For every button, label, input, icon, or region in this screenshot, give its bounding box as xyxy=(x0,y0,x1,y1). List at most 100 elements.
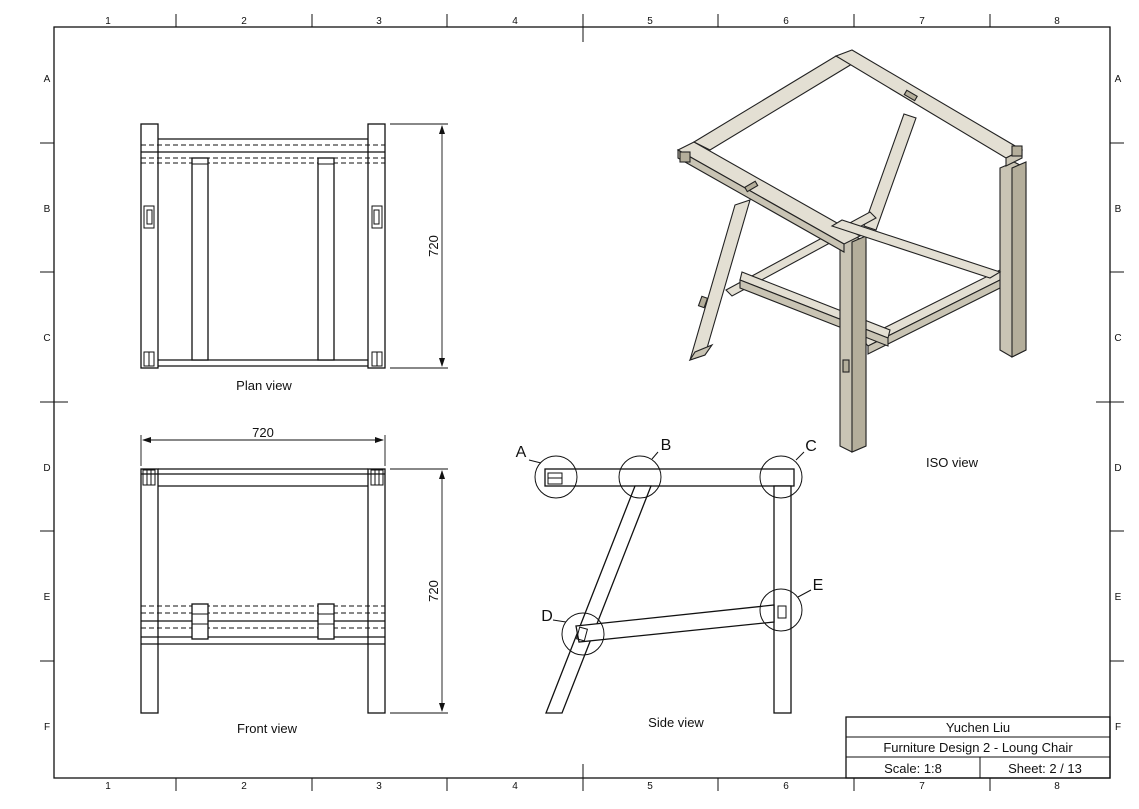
joint-detail xyxy=(575,626,589,642)
callout-leader xyxy=(528,459,542,464)
zone-row-label: C xyxy=(43,333,50,344)
plan-view-label: Plan view xyxy=(236,378,292,393)
callout-label-e: E xyxy=(813,577,824,594)
zone-row-label: E xyxy=(1115,592,1122,603)
scale-text: Scale: 1:8 xyxy=(884,761,942,776)
callout-leader xyxy=(552,619,567,623)
side-rear-leg xyxy=(773,485,792,714)
iso-front-leg-face xyxy=(851,235,867,453)
zone-row-label: D xyxy=(43,463,50,474)
dimension-arrow xyxy=(439,125,445,134)
front-height-dimension: 720 xyxy=(426,580,441,602)
iso-top-rail-right xyxy=(834,49,1024,159)
sheet-frame: 1 2 3 4 5 6 7 8 1 2 3 4 5 6 7 8 A B C D … xyxy=(40,14,1124,792)
tenon-detail xyxy=(370,469,384,486)
zone-col-label: 8 xyxy=(1054,781,1060,792)
iso-view: ISO view xyxy=(676,49,1027,470)
callout-leader xyxy=(795,451,805,461)
sheet-number: Sheet: 2 / 13 xyxy=(1008,761,1082,776)
zone-col-label: 1 xyxy=(105,781,111,792)
zone-row-label: A xyxy=(44,74,51,85)
mortise-mark xyxy=(842,359,850,373)
zone-row-label: A xyxy=(1115,74,1122,85)
front-width-dimension: 720 xyxy=(252,425,274,440)
iso-left-slanted-leg-end xyxy=(688,343,714,362)
zone-col-label: 2 xyxy=(241,781,247,792)
callout-leader xyxy=(651,451,659,460)
zone-row-label: F xyxy=(1115,722,1121,733)
front-slat-end xyxy=(317,603,335,640)
zone-row-label: B xyxy=(1115,204,1122,215)
title-block-frame xyxy=(845,716,1111,779)
joint-detail xyxy=(777,605,787,619)
zone-col-label: 7 xyxy=(919,781,925,792)
callout-label-b: B xyxy=(661,437,672,454)
plan-view: 720 Plan view xyxy=(140,123,448,393)
iso-top-rail-left xyxy=(676,141,862,245)
zone-row-label: B xyxy=(44,204,51,215)
iso-view-label: ISO view xyxy=(926,455,979,470)
zone-col-label: 5 xyxy=(647,16,653,27)
mortise-detail xyxy=(143,205,155,229)
zone-col-label: 3 xyxy=(376,781,382,792)
zone-col-label: 5 xyxy=(647,781,653,792)
detail-circle-d xyxy=(561,612,605,656)
zone-col-label: 3 xyxy=(376,16,382,27)
iso-top-rail-back xyxy=(692,55,854,151)
detail-circle-e xyxy=(759,588,803,632)
plan-depth-dimension: 720 xyxy=(426,235,441,257)
side-view-label: Side view xyxy=(648,715,704,730)
mortise-detail xyxy=(146,209,153,225)
side-view: A B C D E Side view xyxy=(516,437,824,730)
callout-label-a: A xyxy=(516,444,527,461)
plan-seat-slat xyxy=(191,157,209,361)
tenon-end xyxy=(1011,145,1023,157)
zone-col-label: 4 xyxy=(512,16,518,27)
author-name: Yuchen Liu xyxy=(946,720,1010,735)
detail-circle-c xyxy=(759,455,803,499)
zone-row-label: F xyxy=(44,722,50,733)
mortise-detail xyxy=(371,205,383,229)
detail-circle-a xyxy=(534,455,578,499)
front-left-leg xyxy=(140,468,159,714)
front-slat-end xyxy=(191,603,209,640)
side-angled-leg xyxy=(545,485,652,714)
mortise-detail xyxy=(373,209,380,225)
drawing-title: Furniture Design 2 - Loung Chair xyxy=(883,740,1073,755)
callout-leader xyxy=(797,589,812,598)
tenon-detail xyxy=(142,469,156,486)
iso-top-rail-left-side xyxy=(677,149,845,253)
zone-col-label: 6 xyxy=(783,16,789,27)
plan-right-rail xyxy=(367,123,386,369)
zone-col-label: 8 xyxy=(1054,16,1060,27)
dimension-arrow xyxy=(439,703,445,712)
dimension-arrow xyxy=(439,358,445,367)
callout-label-c: C xyxy=(805,438,817,455)
detail-circle-b xyxy=(618,455,662,499)
front-view: 720 720 Front view xyxy=(140,425,448,736)
tenon-end xyxy=(679,151,691,163)
iso-middle-cross-rail xyxy=(830,219,1002,279)
mortise-mark xyxy=(697,295,709,309)
side-top-rail xyxy=(544,468,795,487)
iso-seat-front-rail xyxy=(739,271,891,339)
callout-label-d: D xyxy=(541,608,553,625)
plan-seat-slat xyxy=(317,157,335,361)
iso-back-brace xyxy=(863,113,917,231)
dimension-arrow xyxy=(439,470,445,479)
zone-row-label: C xyxy=(1114,333,1121,344)
dimension-arrow xyxy=(142,437,151,443)
title-block: Yuchen Liu Furniture Design 2 - Loung Ch… xyxy=(845,716,1111,779)
zone-col-label: 6 xyxy=(783,781,789,792)
plan-left-rail xyxy=(140,123,159,369)
front-view-label: Front view xyxy=(237,721,298,736)
mortise-mark xyxy=(744,180,759,193)
front-right-leg xyxy=(367,468,386,714)
zone-row-label: D xyxy=(1114,463,1121,474)
iso-lower-rail-right-side xyxy=(867,276,1007,355)
zone-col-label: 1 xyxy=(105,16,111,27)
side-stretcher xyxy=(575,604,775,643)
zone-col-label: 4 xyxy=(512,781,518,792)
